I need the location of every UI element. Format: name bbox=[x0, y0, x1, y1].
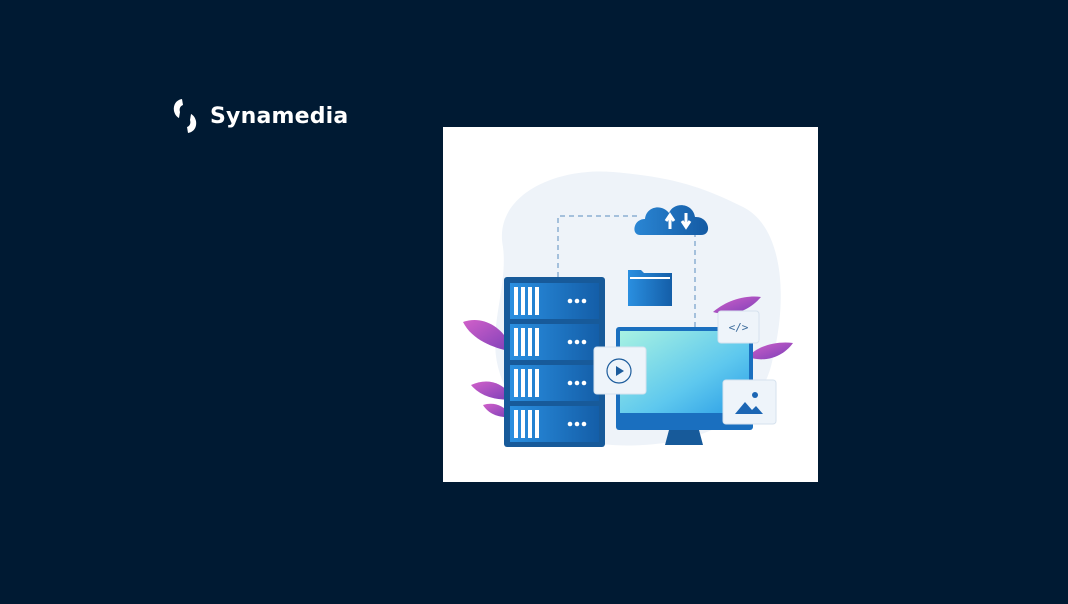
code-card: </> bbox=[717, 310, 760, 344]
video-play-card bbox=[593, 346, 647, 395]
hero-illustration: </> bbox=[443, 127, 818, 482]
leaf bbox=[463, 320, 513, 352]
leaf bbox=[471, 381, 513, 400]
brand-logo: Synamedia bbox=[170, 96, 348, 136]
svg-text:</>: </> bbox=[729, 321, 749, 334]
brand-name: Synamedia bbox=[210, 103, 349, 129]
synamedia-logo-icon bbox=[173, 99, 197, 133]
server-rack bbox=[504, 277, 605, 447]
leaf bbox=[748, 342, 793, 360]
cloud-sync-icon bbox=[634, 205, 709, 235]
folder-icon bbox=[628, 270, 672, 306]
leaf bbox=[713, 296, 761, 314]
image-card bbox=[722, 379, 777, 425]
connection-line bbox=[557, 215, 638, 277]
